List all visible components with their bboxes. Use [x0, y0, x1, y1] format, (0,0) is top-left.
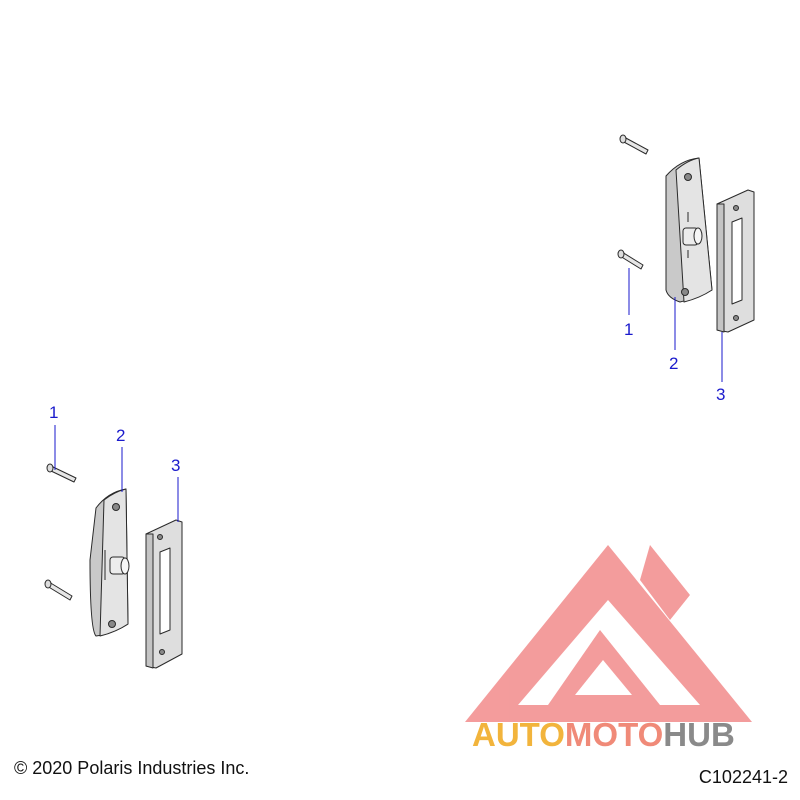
callout-2-bottom-left: 2	[116, 426, 125, 445]
wordmark-auto: AUTO	[472, 716, 565, 753]
screw-upper-top-right	[619, 134, 649, 155]
latch-plate-top-right	[665, 157, 713, 303]
callout-2-top-right: 2	[669, 354, 678, 373]
copyright-text: © 2020 Polaris Industries Inc.	[14, 758, 250, 778]
assembly-top-right: 1 2 3	[617, 134, 755, 404]
callout-3-bottom-left: 3	[171, 456, 180, 475]
screw-lower-top-right	[617, 249, 644, 270]
striker-bottom-left	[145, 519, 183, 669]
assembly-bottom-left: 1 2 3	[44, 403, 183, 669]
callout-1-bottom-left: 1	[49, 403, 58, 422]
screw-upper-bottom-left	[46, 463, 77, 483]
wordmark-moto: MOTO	[564, 716, 664, 753]
watermark-wordmark: AUTOMOTOHUB	[472, 718, 735, 751]
callout-3-top-right: 3	[716, 385, 725, 404]
wordmark-hub: HUB	[663, 716, 735, 753]
screw-lower-bottom-left	[44, 579, 73, 601]
latch-plate-bottom-left	[89, 488, 130, 637]
striker-top-right	[716, 189, 755, 333]
watermark-logo	[465, 545, 752, 722]
figure-id: C102241-2	[698, 767, 788, 787]
callout-1-top-right: 1	[624, 320, 633, 339]
